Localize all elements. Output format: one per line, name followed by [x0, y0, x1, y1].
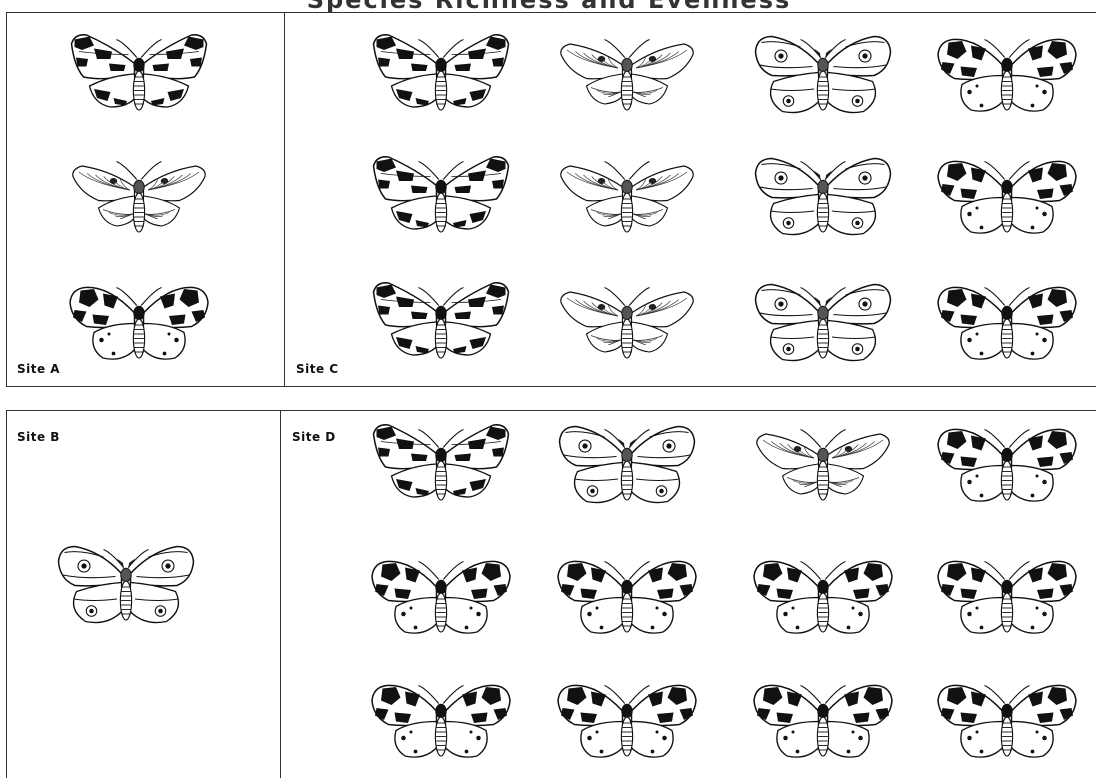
tiger-moth-image	[64, 272, 214, 372]
site-b-label: Site B	[17, 430, 60, 444]
emperor-moth-image	[552, 414, 702, 514]
tiger-moth-image	[932, 24, 1082, 124]
tiger-moth-image	[932, 670, 1082, 770]
tiger-moth-image	[932, 546, 1082, 646]
tiger-moth-image	[748, 546, 898, 646]
prominent-moth-image	[552, 272, 702, 372]
left-border-top	[6, 12, 7, 386]
prominent-moth-image	[552, 146, 702, 246]
kitten-moth-image	[366, 146, 516, 246]
emperor-moth-image	[51, 534, 201, 634]
tiger-moth-image	[552, 546, 702, 646]
tiger-moth-image	[932, 146, 1082, 246]
emperor-moth-image	[748, 24, 898, 124]
top-section-bottom-line	[6, 386, 1096, 387]
tiger-moth-image	[748, 670, 898, 770]
tiger-moth-image	[366, 546, 516, 646]
prominent-moth-image	[64, 146, 214, 246]
tiger-moth-image	[932, 272, 1082, 372]
tiger-moth-image	[932, 414, 1082, 514]
divider-bottom-vertical	[280, 410, 281, 778]
tiger-moth-image	[366, 670, 516, 770]
kitten-moth-image	[366, 24, 516, 124]
bottom-section-top-line	[6, 410, 1096, 411]
top-border-line	[6, 12, 1096, 13]
kitten-moth-image	[64, 24, 214, 124]
kitten-moth-image	[366, 414, 516, 514]
emperor-moth-image	[748, 272, 898, 372]
site-d-label: Site D	[292, 430, 336, 444]
kitten-moth-image	[366, 272, 516, 372]
prominent-moth-image	[552, 24, 702, 124]
divider-top-vertical	[284, 12, 285, 386]
site-c-label: Site C	[296, 362, 339, 376]
left-border-bottom	[6, 410, 7, 778]
emperor-moth-image	[748, 146, 898, 246]
tiger-moth-image	[552, 670, 702, 770]
prominent-moth-image	[748, 414, 898, 514]
site-a-label: Site A	[17, 362, 60, 376]
